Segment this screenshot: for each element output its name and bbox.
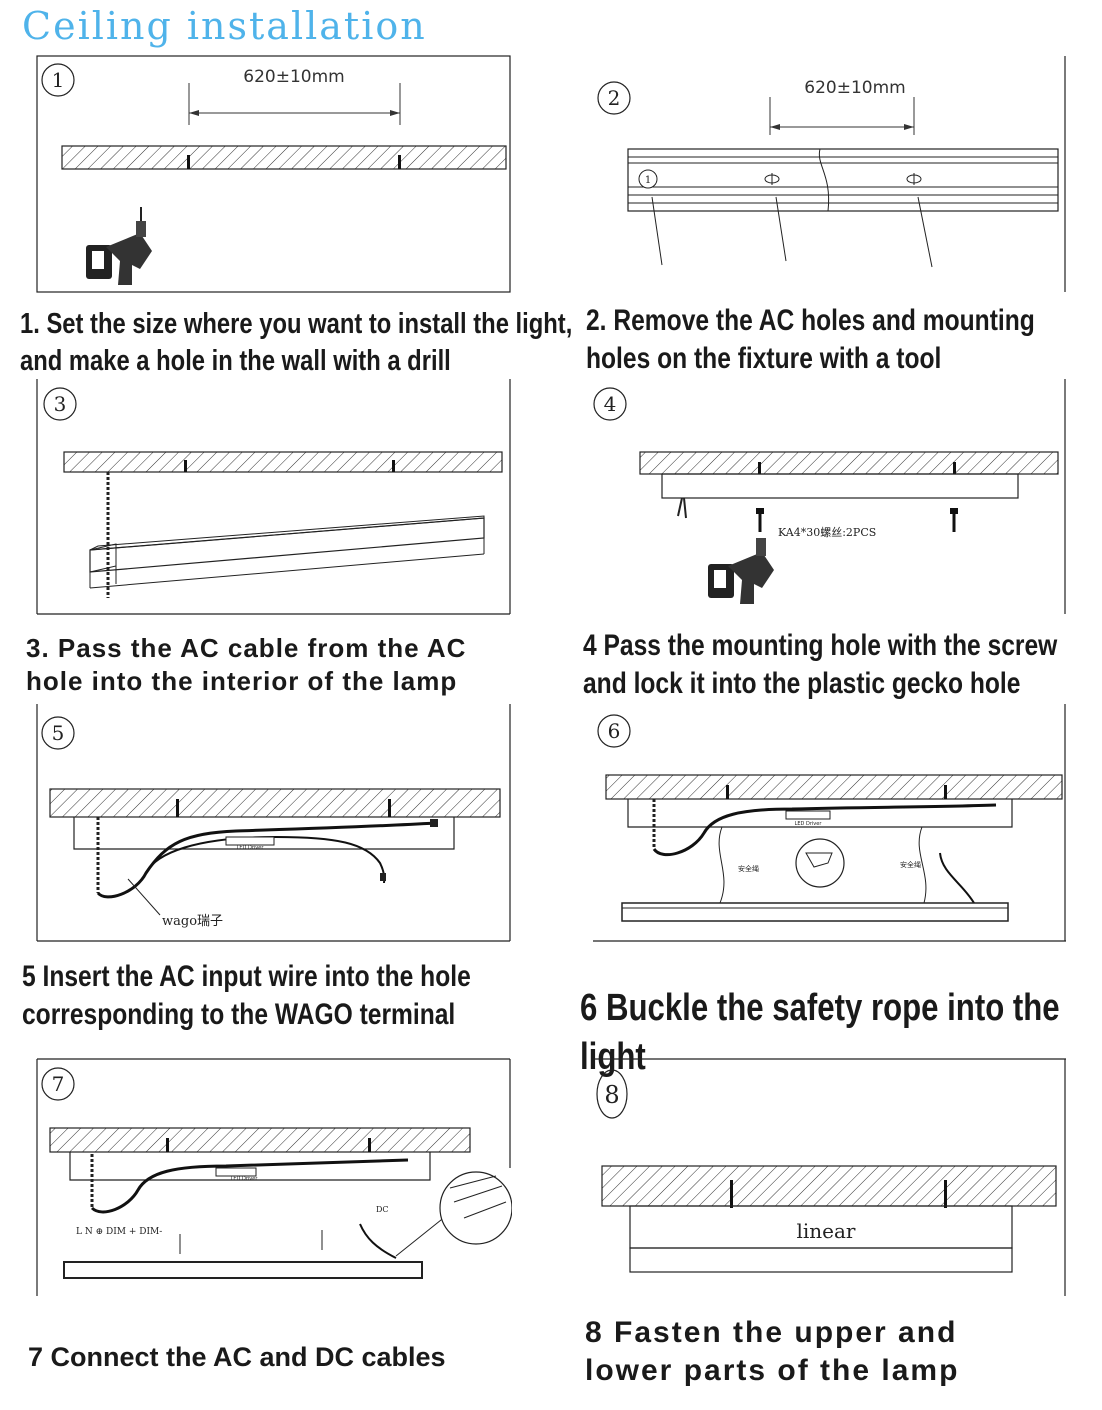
screw-icon — [756, 508, 764, 532]
step-7-diagram: 7 LED Driver L N ⊕ DIM + DIM- DC — [36, 1058, 512, 1298]
step-6-diagram: 6 LED Driver 安全绳 安全绳 — [592, 703, 1068, 943]
drill-icon — [86, 207, 152, 285]
svg-text:DC: DC — [376, 1205, 389, 1214]
step-number-badge: 2 — [597, 81, 631, 115]
svg-text:6: 6 — [608, 719, 621, 743]
wago-label: wago瑞子 — [162, 914, 223, 929]
step-8-diagram: 8 linear — [592, 1058, 1068, 1298]
step-number-badge: 3 — [43, 387, 77, 421]
svg-text:1: 1 — [645, 175, 651, 186]
lamp-body — [621, 902, 1009, 922]
lamp-body — [661, 473, 1019, 499]
svg-text:1: 1 — [52, 68, 65, 92]
drill-icon — [708, 538, 774, 604]
svg-text:LED Driver: LED Driver — [231, 1176, 259, 1182]
step-number-badge: 6 — [597, 714, 631, 748]
step-5-diagram: 5 LED Driver wago瑞子 — [36, 703, 512, 943]
step-3-diagram: 3 — [36, 378, 512, 616]
step-number-badge: 4 — [593, 387, 627, 421]
svg-text:LED Driver: LED Driver — [237, 845, 265, 851]
step-1-diagram: 1 620±10mm — [36, 55, 512, 295]
step-8-caption: 8 Fasten the upper and lower parts of th… — [585, 1316, 960, 1388]
step-6-caption: 6 Buckle the safety rope into the light — [580, 987, 1060, 1078]
step-5-caption: 5 Insert the AC input wire into the hole… — [22, 960, 471, 1032]
lamp-body — [63, 1261, 423, 1279]
dimension-label: 620±10mm — [804, 78, 905, 98]
svg-text:5: 5 — [52, 721, 65, 745]
screw-icon — [950, 508, 958, 532]
step-7-caption: 7 Connect the AC and DC cables — [28, 1342, 446, 1372]
screw-label: KA4*30螺丝:2PCS — [778, 526, 876, 539]
svg-text:LED Driver: LED Driver — [795, 821, 823, 827]
step-number-badge: 1 — [41, 63, 75, 97]
svg-text:7: 7 — [52, 1072, 65, 1096]
mounting-hole-icon — [764, 173, 780, 185]
lamp-body — [89, 515, 485, 589]
dimension-label: 620±10mm — [243, 67, 344, 87]
step-number-badge: 7 — [41, 1067, 75, 1101]
led-driver — [225, 836, 275, 846]
step-1-caption: 1. Set the size where you want to instal… — [20, 308, 573, 378]
detail-magnifier — [795, 838, 845, 888]
svg-text:安全绳: 安全绳 — [738, 864, 759, 873]
svg-text:安全绳: 安全绳 — [900, 860, 921, 869]
step-number-badge: 5 — [41, 716, 75, 750]
svg-text:2: 2 — [608, 86, 621, 110]
step-4-diagram: 4 KA4*30螺丝:2PCS — [592, 378, 1068, 616]
step-number-badge: 8 — [596, 1069, 628, 1119]
detail-magnifier — [439, 1171, 512, 1245]
mounting-hole-icon — [906, 173, 922, 185]
terminal-labels: L N ⊕ DIM + DIM- — [76, 1227, 162, 1237]
page-title: Ceiling installation — [22, 4, 427, 48]
svg-text:8: 8 — [604, 1081, 619, 1109]
step-2-diagram: 2 620±10mm 1 — [592, 55, 1068, 295]
svg-text:4: 4 — [604, 392, 617, 416]
step-2-caption: 2. Remove the AC holes and mounting hole… — [586, 304, 1035, 376]
ceiling-board — [61, 145, 507, 170]
step-3-caption: 3. Pass the AC cable from the AC hole in… — [26, 633, 467, 697]
svg-text:3: 3 — [54, 392, 67, 416]
fixture-rail — [627, 148, 1059, 212]
lamp-label: linear — [797, 1219, 856, 1243]
step-4-caption: 4 Pass the mounting hole with the screw … — [583, 629, 1058, 701]
